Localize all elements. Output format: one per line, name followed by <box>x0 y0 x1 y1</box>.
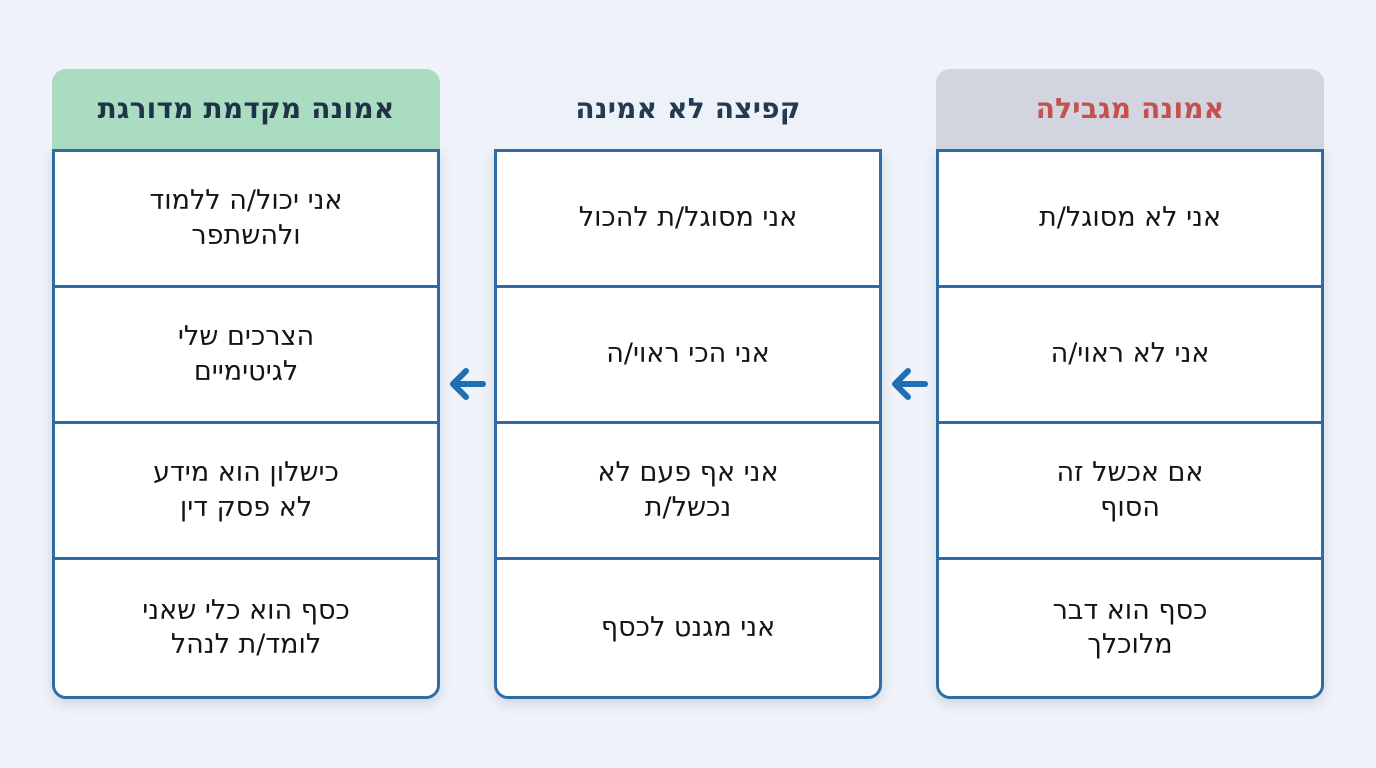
card-list-graded-empowering-belief: אני יכול/ה ללמוד ולהשתפר הצרכים שלי לגיט… <box>52 149 440 699</box>
arrow-connector-2 <box>440 0 494 768</box>
belief-cell: כסף הוא דבר מלוכלך <box>939 560 1321 696</box>
belief-cell: אני מסוגל/ת להכול <box>497 152 879 288</box>
column-unbelievable-jump: קפיצה לא אמינה אני מסוגל/ת להכול אני הכי… <box>494 69 882 699</box>
belief-cell: אני לא מסוגל/ת <box>939 152 1321 288</box>
column-limiting-belief: אמונה מגבילה אני לא מסוגל/ת אני לא ראוי/… <box>936 69 1324 699</box>
belief-cell: אני מגנט לכסף <box>497 560 879 696</box>
belief-cell: אני לא ראוי/ה <box>939 288 1321 424</box>
belief-cell: אני אף פעם לא נכשל/ת <box>497 424 879 560</box>
column-graded-empowering-belief: אמונה מקדמת מדורגת אני יכול/ה ללמוד ולהש… <box>52 69 440 699</box>
belief-cell: אם אכשל זה הסוף <box>939 424 1321 560</box>
belief-cell: אני יכול/ה ללמוד ולהשתפר <box>55 152 437 288</box>
card-list-limiting-belief: אני לא מסוגל/ת אני לא ראוי/ה אם אכשל זה … <box>936 149 1324 699</box>
column-header-unbelievable-jump: קפיצה לא אמינה <box>494 69 882 149</box>
card-list-unbelievable-jump: אני מסוגל/ת להכול אני הכי ראוי/ה אני אף … <box>494 149 882 699</box>
belief-cell: אני הכי ראוי/ה <box>497 288 879 424</box>
arrow-right-icon <box>450 368 486 400</box>
arrow-right-icon <box>892 368 928 400</box>
column-header-graded-empowering-belief: אמונה מקדמת מדורגת <box>52 69 440 149</box>
belief-cell: כישלון הוא מידע לא פסק דין <box>55 424 437 560</box>
belief-cell: כסף הוא כלי שאני לומד/ת לנהל <box>55 560 437 696</box>
column-header-limiting-belief: אמונה מגבילה <box>936 69 1324 149</box>
arrow-connector-1 <box>882 0 936 768</box>
belief-cell: הצרכים שלי לגיטימיים <box>55 288 437 424</box>
